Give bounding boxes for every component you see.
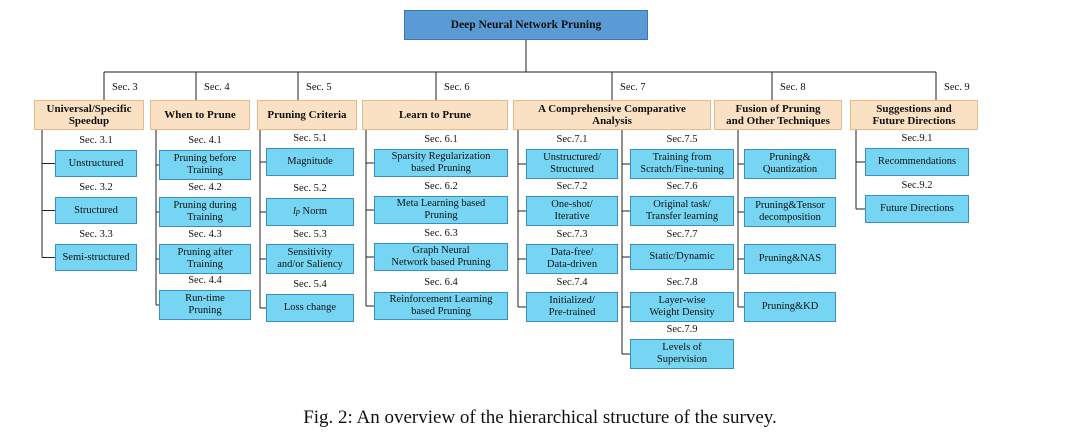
norm-subscript: p bbox=[295, 207, 300, 216]
c3-sec-label: Sec. 3.3 bbox=[79, 229, 113, 240]
c3-sec-label: Sec. 3.1 bbox=[79, 135, 113, 146]
c9-leaf: Future Directions bbox=[865, 195, 969, 223]
c5-sec-label: Sec. 5.2 bbox=[293, 183, 327, 194]
c4-sec-label: Sec. 4.3 bbox=[188, 229, 222, 240]
c7a-sec-label: Sec.7.1 bbox=[556, 134, 588, 145]
c7a-leaf: One-shot/Iterative bbox=[526, 196, 618, 226]
c5-sec-label: Sec. 5.3 bbox=[293, 229, 327, 240]
c7b-sec-label: Sec.7.7 bbox=[666, 229, 698, 240]
c3-sec-label: Sec. 3.2 bbox=[79, 182, 113, 193]
c3-leaf: Semi-structured bbox=[55, 244, 137, 271]
c5-leaf: Magnitude bbox=[266, 148, 354, 176]
norm-label: Norm bbox=[299, 206, 328, 217]
c7a-sec-label: Sec.7.2 bbox=[556, 181, 588, 192]
section-label-s3: Sec. 3 bbox=[112, 82, 138, 93]
c8-leaf: Pruning&KD bbox=[744, 292, 836, 322]
c7b-sec-label: Sec.7.5 bbox=[666, 134, 698, 145]
c7a-sec-label: Sec.7.4 bbox=[556, 277, 588, 288]
c6-sec-label: Sec. 6.2 bbox=[424, 181, 458, 192]
c7b-leaf: Static/Dynamic bbox=[630, 244, 734, 270]
root-node: Deep Neural Network Pruning bbox=[404, 10, 648, 40]
c9-sec-label: Sec.9.2 bbox=[901, 180, 933, 191]
c4-sec-label: Sec. 4.2 bbox=[188, 182, 222, 193]
section-label-s4: Sec. 4 bbox=[204, 82, 230, 93]
section-label-s7: Sec. 7 bbox=[620, 82, 646, 93]
c4-sec-label: Sec. 4.1 bbox=[188, 135, 222, 146]
c7b-sec-label: Sec.7.6 bbox=[666, 181, 698, 192]
category-c6: Learn to Prune bbox=[362, 100, 508, 130]
c7b-sec-label: Sec.7.9 bbox=[666, 324, 698, 335]
c7b-sec-label: Sec.7.8 bbox=[666, 277, 698, 288]
c5-leaf: Loss change bbox=[266, 294, 354, 322]
category-c4: When to Prune bbox=[150, 100, 250, 130]
c6-sec-label: Sec. 6.1 bbox=[424, 134, 458, 145]
c4-sec-label: Sec. 4.4 bbox=[188, 275, 222, 286]
c5-sec-label: Sec. 5.1 bbox=[293, 133, 327, 144]
figure-caption: Fig. 2: An overview of the hierarchical … bbox=[303, 407, 777, 428]
c3-leaf: Structured bbox=[55, 197, 137, 224]
c3-leaf: Unstructured bbox=[55, 150, 137, 177]
c6-sec-label: Sec. 6.3 bbox=[424, 228, 458, 239]
section-label-s5: Sec. 5 bbox=[306, 82, 332, 93]
c5-sec-label: Sec. 5.4 bbox=[293, 279, 327, 290]
section-label-s9: Sec. 9 bbox=[944, 82, 970, 93]
c7a-sec-label: Sec.7.3 bbox=[556, 229, 588, 240]
c6-sec-label: Sec. 6.4 bbox=[424, 277, 458, 288]
c9-sec-label: Sec.9.1 bbox=[901, 133, 933, 144]
section-label-s6: Sec. 6 bbox=[444, 82, 470, 93]
c9-leaf: Recommendations bbox=[865, 148, 969, 176]
c8-leaf: Pruning&Quantization bbox=[744, 149, 836, 179]
c7a-leaf: Data-free/Data-driven bbox=[526, 244, 618, 274]
c7b-leaf: Original task/Transfer learning bbox=[630, 196, 734, 226]
category-c5: Pruning Criteria bbox=[257, 100, 357, 130]
c7a-leaf: Unstructured/Structured bbox=[526, 149, 618, 179]
c8-leaf: Pruning&NAS bbox=[744, 244, 836, 274]
c7a-leaf: Initialized/Pre-trained bbox=[526, 292, 618, 322]
norm-symbol: l bbox=[292, 206, 296, 217]
section-label-s8: Sec. 8 bbox=[780, 82, 806, 93]
